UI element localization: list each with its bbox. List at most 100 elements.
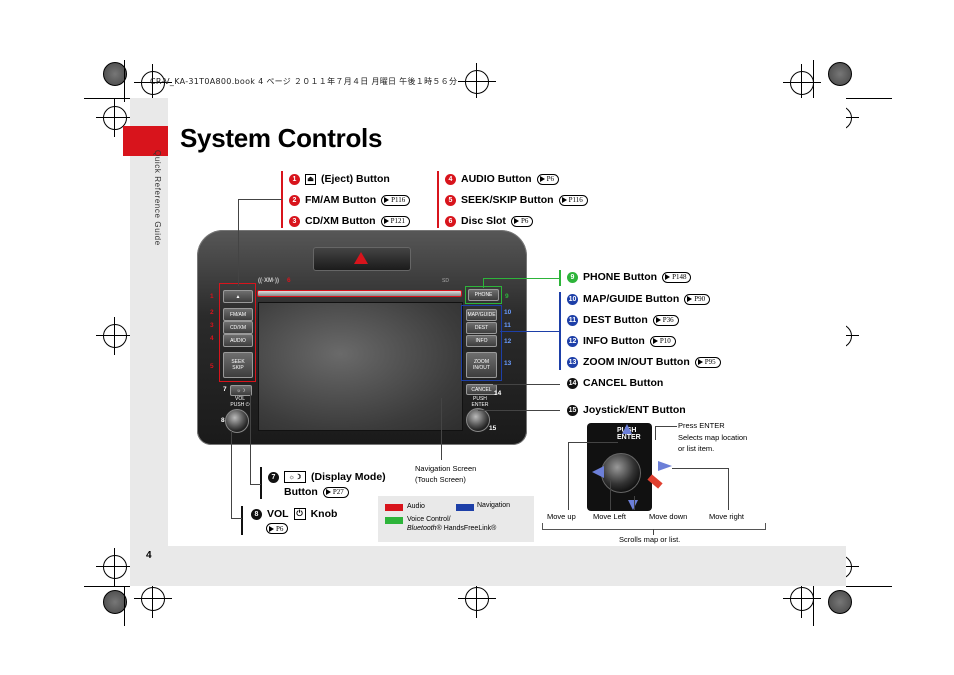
joystick-knob[interactable]	[466, 408, 490, 432]
registration-mark	[458, 580, 496, 618]
device-number: 12	[504, 338, 512, 345]
leader-line	[493, 384, 560, 385]
seek-skip-button[interactable]: SEEK SKIP	[223, 352, 253, 378]
callout-number: 1	[289, 173, 300, 185]
device-number: 2	[210, 309, 214, 316]
vol-knob[interactable]	[225, 409, 249, 433]
callout-bar	[559, 270, 561, 286]
arrow-icon	[697, 359, 703, 365]
label-text: MAP/GUIDE Button	[583, 293, 680, 305]
label-display-mode-button: 7 ☼☽ (Display Mode)	[268, 471, 386, 483]
crop-mark	[813, 60, 814, 102]
footer-band	[130, 546, 846, 586]
crop-mark	[846, 98, 892, 99]
arrow-up-icon	[622, 424, 632, 434]
map-guide-button[interactable]: MAP/GUIDE	[466, 309, 497, 321]
registration-mark	[458, 63, 496, 101]
page-ref-link[interactable]: P10	[649, 335, 676, 347]
ref-text: P10	[659, 337, 671, 345]
leader-line	[238, 199, 239, 286]
device-number: 13	[504, 360, 512, 367]
ref-text: P6	[276, 524, 284, 533]
registration-mark	[783, 580, 821, 618]
device-number: 8	[221, 417, 225, 424]
device-number: 10	[504, 309, 512, 316]
registration-dot	[103, 62, 127, 86]
label-phone-button: 9 PHONE Button P148	[567, 271, 692, 283]
info-button[interactable]: INFO	[466, 335, 497, 347]
display-mode-button[interactable]: ☼☽	[230, 385, 252, 396]
move-up-label: Move up	[547, 512, 576, 521]
page-ref-link[interactable]: P36	[652, 314, 679, 326]
page-ref-link[interactable]: P121	[380, 215, 410, 227]
leader-line	[478, 410, 560, 411]
callout-number: 9	[567, 271, 578, 283]
label-cdxm-button: 3 CD/XM Button P121	[289, 215, 410, 227]
ref-text: P148	[672, 273, 687, 281]
side-label: Quick Reference Guide	[153, 150, 162, 246]
label-text: CANCEL Button	[583, 377, 664, 389]
leader-line	[483, 278, 560, 279]
handsfreelink-text: ® HandsFreeLink®	[436, 525, 497, 532]
ref-text: P27	[332, 488, 344, 496]
leader-line	[483, 278, 484, 288]
device-number: 11	[504, 322, 511, 329]
page-ref-link[interactable]: P90	[684, 293, 711, 305]
label-text: (Eject) Button	[321, 173, 390, 185]
fmam-button[interactable]: FM/AM	[223, 308, 253, 321]
zoom-in-out-button[interactable]: ZOOM IN/OUT	[466, 352, 497, 378]
callout-number: 2	[289, 194, 300, 206]
device-number: 1	[210, 293, 214, 300]
leader-line	[231, 431, 232, 518]
cancel-button[interactable]: CANCEL	[466, 384, 497, 395]
device-number: 9	[505, 293, 509, 300]
crop-mark	[124, 586, 125, 626]
device-number: 3	[210, 322, 214, 329]
phone-button[interactable]: PHONE	[468, 289, 499, 301]
label-map-guide-button: 10 MAP/GUIDE Button P90	[567, 293, 711, 305]
registration-mark	[96, 548, 134, 586]
move-left-label: Move Left	[593, 512, 626, 521]
page-ref-link[interactable]: P27	[322, 486, 349, 498]
callout-bar	[559, 292, 561, 370]
label-joystick-button: 15 Joystick/ENT Button	[567, 404, 686, 416]
legend-voice-line1: Voice Control/	[407, 516, 451, 523]
ref-text: P6	[520, 217, 529, 225]
hazard-icon	[354, 252, 368, 264]
cdxm-button[interactable]: CD/XM	[223, 321, 253, 334]
registration-dot	[103, 590, 127, 614]
registration-mark	[96, 99, 134, 137]
ref-text: P116	[391, 196, 406, 204]
label-text: Disc Slot	[461, 215, 506, 227]
callout-number: 10	[567, 293, 578, 305]
label-text: PHONE Button	[583, 271, 658, 283]
eject-button[interactable]: ▲	[223, 290, 253, 303]
page-ref-link[interactable]: P148	[662, 271, 692, 283]
legend-swatch-audio	[385, 504, 403, 511]
label-text: DEST Button	[583, 314, 648, 326]
leader-line	[500, 331, 560, 332]
label-zoom-button: 13 ZOOM IN/OUT Button P95	[567, 356, 721, 368]
page-ref-link[interactable]: P6	[510, 215, 534, 227]
callout-bar	[260, 467, 262, 499]
navigation-screen[interactable]	[258, 302, 463, 431]
callout-number: 8	[251, 508, 262, 520]
page-title: System Controls	[180, 123, 383, 153]
page-ref-link[interactable]: P116	[558, 194, 588, 206]
audio-button[interactable]: AUDIO	[223, 334, 253, 347]
registration-dot	[828, 62, 852, 86]
arrow-icon	[655, 317, 661, 323]
ref-text: P6	[546, 175, 554, 183]
color-legend	[378, 496, 534, 542]
page-ref-link[interactable]: P6	[536, 173, 559, 185]
page-ref-link[interactable]: P116	[381, 194, 411, 206]
leader-line	[653, 529, 654, 535]
callout-bar	[437, 171, 439, 228]
page-ref-link[interactable]: P6	[266, 523, 289, 534]
ref-text: P121	[390, 217, 405, 225]
side-strip	[130, 98, 168, 586]
page-ref-link[interactable]: P95	[694, 356, 721, 368]
dest-button[interactable]: DEST	[466, 322, 497, 334]
print-header: CR-V_KA-31T0A800.book 4 ページ ２０１１年７月４日 月曜…	[150, 77, 458, 86]
disc-slot	[257, 290, 462, 297]
